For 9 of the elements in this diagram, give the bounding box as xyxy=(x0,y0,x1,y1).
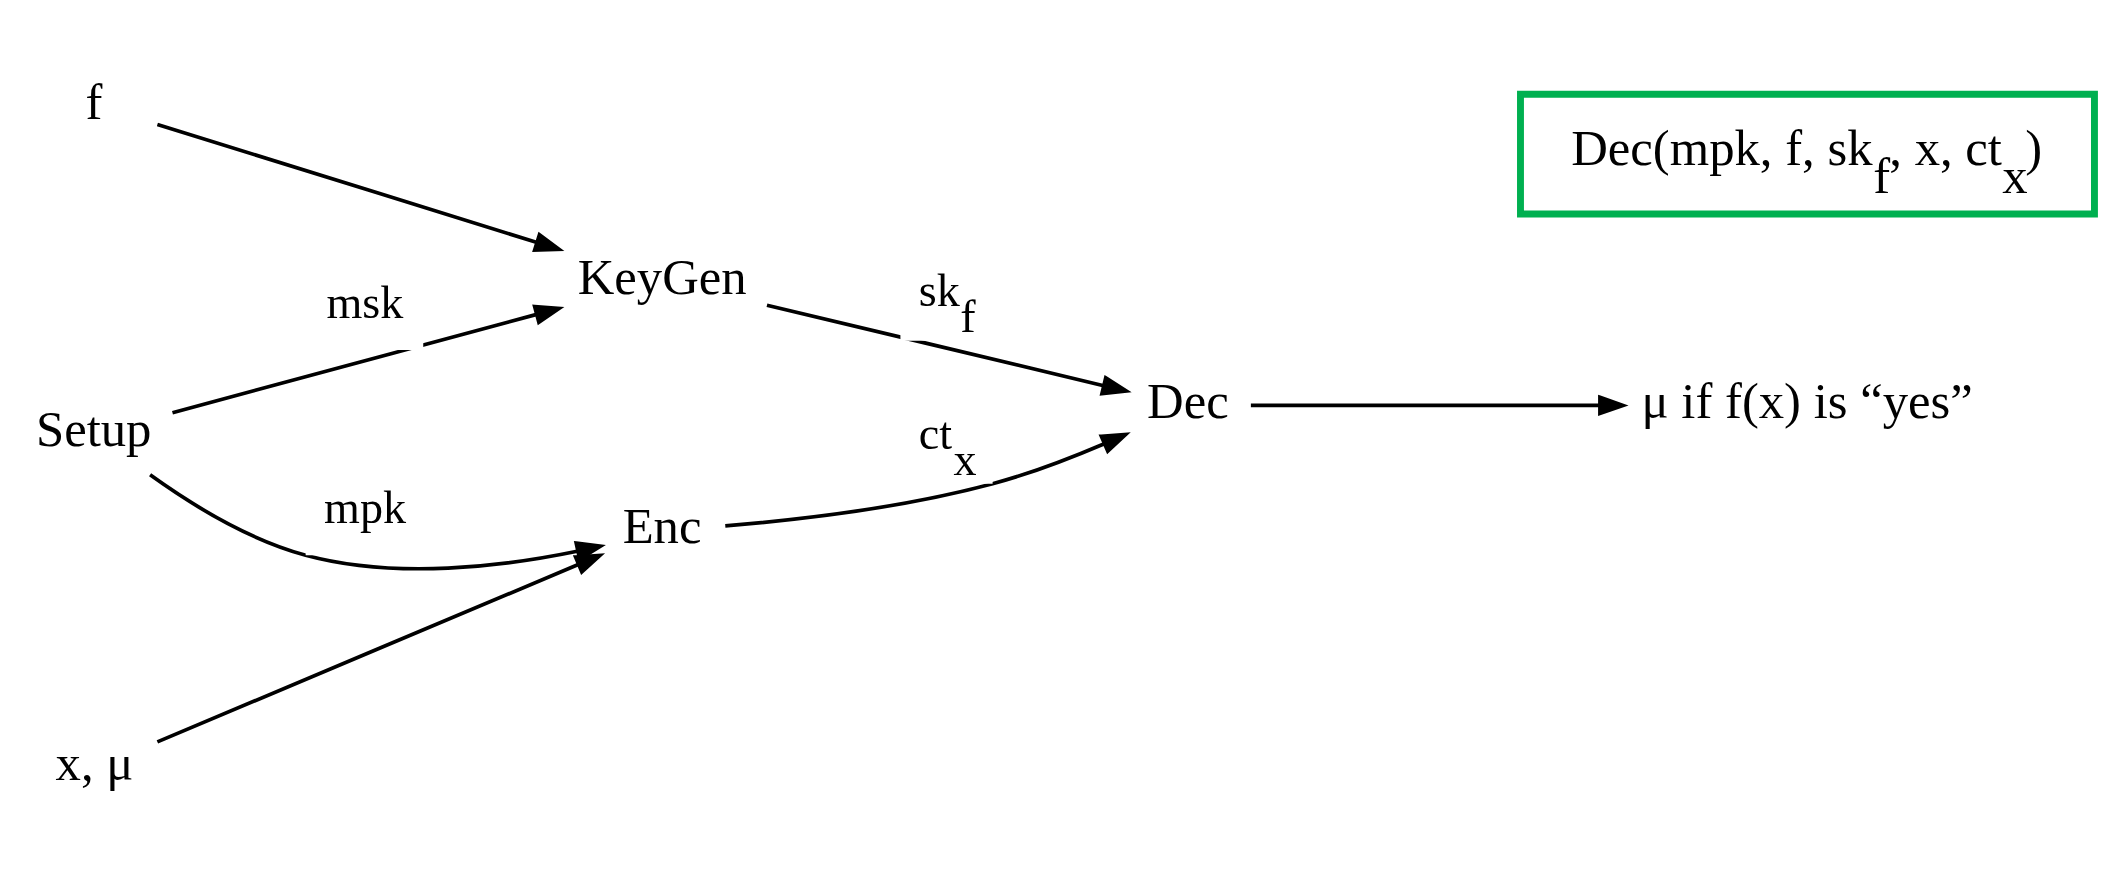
edge-label: mpk xyxy=(324,481,407,533)
node-text: μ if f(x) is “yes” xyxy=(1641,373,1973,430)
node-text: Enc xyxy=(622,497,702,554)
node-text: Setup xyxy=(35,400,152,457)
node-text: KeyGen xyxy=(577,248,747,305)
node-text: f xyxy=(85,73,103,130)
node-text: x, μ xyxy=(55,735,134,792)
node-text: Dec xyxy=(1147,373,1229,430)
edge-label: msk xyxy=(326,276,404,328)
